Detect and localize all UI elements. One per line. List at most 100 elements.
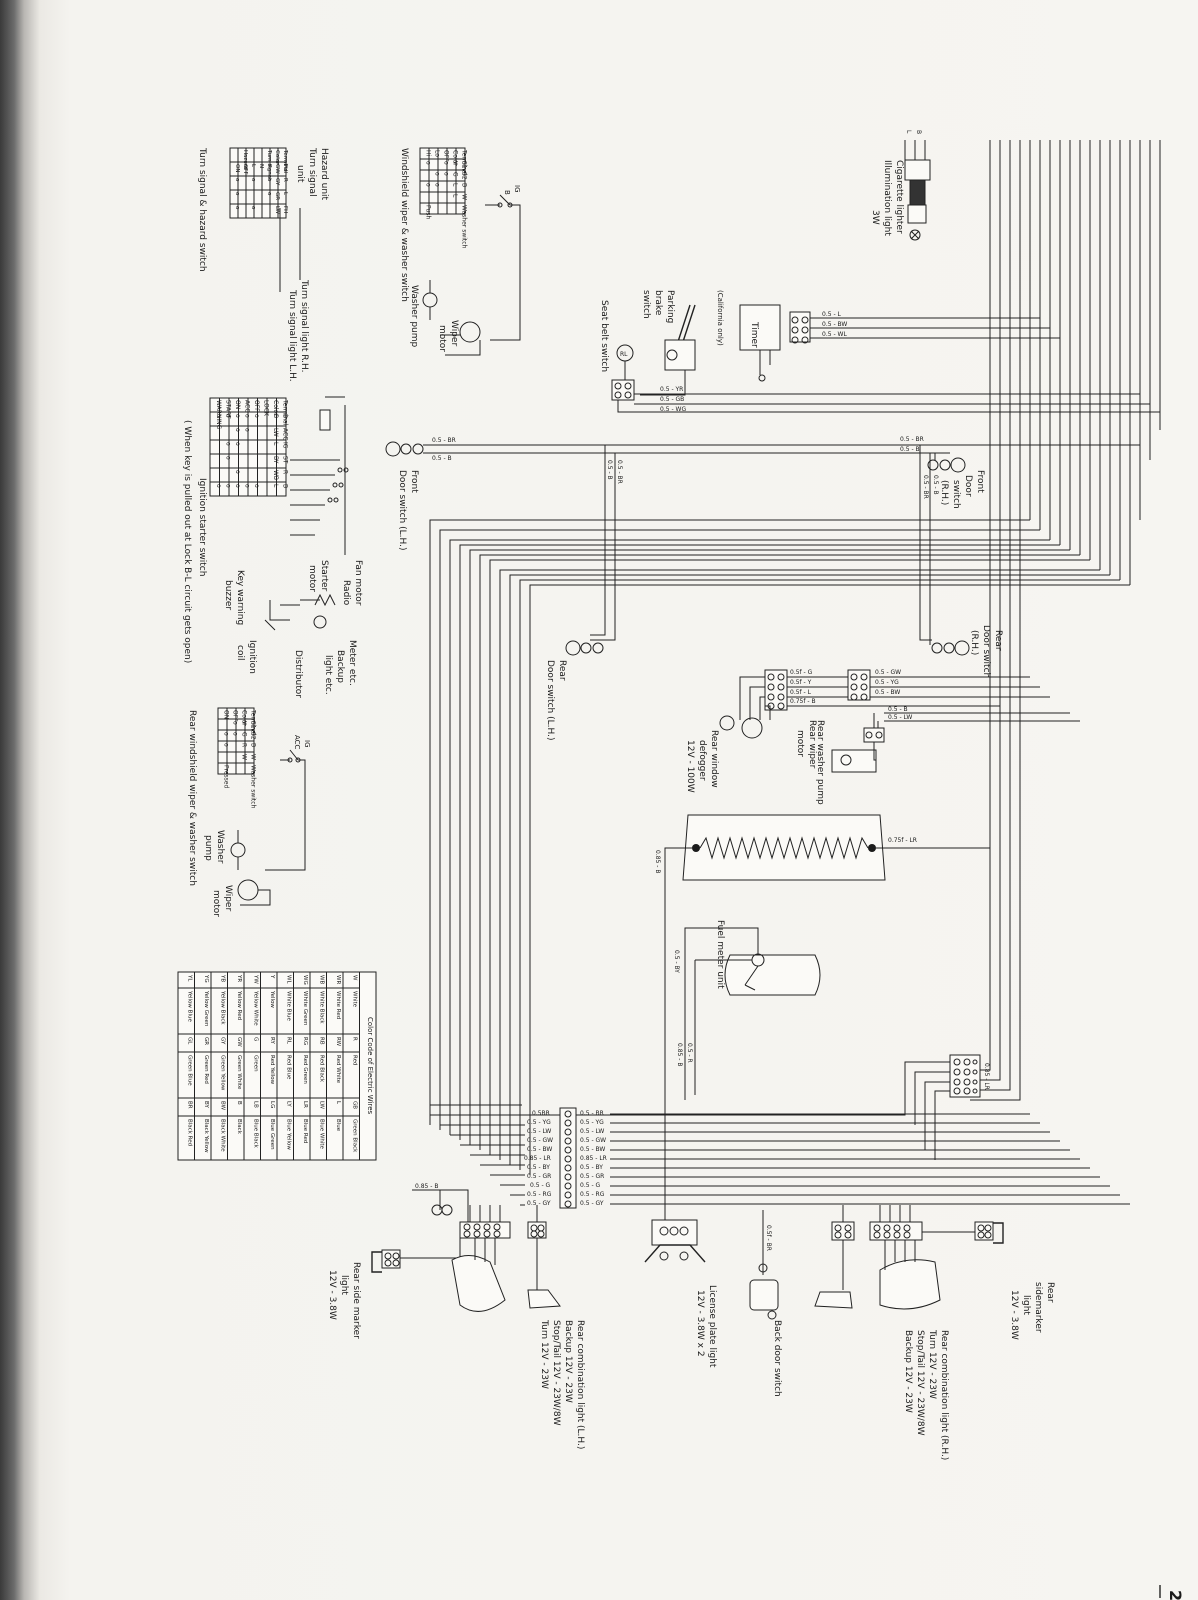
table-cell: o bbox=[250, 206, 256, 210]
wire-code: 0.5 - LW bbox=[527, 1128, 551, 1135]
wire-code: 0.5 - B bbox=[932, 475, 939, 495]
wire-code: 0.5 - BW bbox=[822, 321, 847, 328]
ig-acc-label-1: IG bbox=[303, 740, 311, 748]
rear-washer-pump-label: Rear washer pump bbox=[815, 720, 825, 805]
color-code-title: Color Code of Electric Wires bbox=[366, 1017, 374, 1115]
table-cell: ON bbox=[234, 164, 240, 172]
color-code-cell: Green White bbox=[236, 1055, 242, 1090]
wire-code: 0.5 - LW bbox=[580, 1128, 604, 1135]
wire-code: 0.5 - B bbox=[432, 455, 452, 462]
front-door-rh-label-4: (R.H.) bbox=[939, 480, 949, 505]
rear-washer-pump: 0.5 - B 0.5 - LW Rear washer pump bbox=[815, 706, 1080, 805]
table-cell: Terminal bbox=[461, 149, 468, 176]
wire-code: 0.5 - YG bbox=[875, 679, 899, 686]
rear-door-rh-label-1: Rear bbox=[993, 630, 1003, 651]
color-code-cell: RB bbox=[318, 1037, 324, 1045]
wire-code: 0.5 - BR bbox=[900, 436, 924, 443]
table-cell: Color bbox=[274, 150, 280, 165]
wire-code: 0.5 - GW bbox=[875, 669, 901, 676]
wire-code: 0.5 - WL bbox=[822, 331, 847, 338]
wire-code: 0.5 - B bbox=[900, 446, 920, 453]
wire-code: 0.5 - LW bbox=[888, 714, 912, 721]
wire-code: 0.5 - BW bbox=[527, 1146, 552, 1153]
rear-washer-pump-symbol bbox=[230, 842, 246, 858]
wire-code: 0.5 - WG bbox=[660, 406, 686, 413]
color-code-cell: Green bbox=[252, 1055, 258, 1072]
table-cell: W bbox=[250, 754, 257, 760]
color-code-cell: Black Yellow bbox=[203, 1119, 209, 1153]
wire-code: 0.5 - B bbox=[606, 460, 613, 480]
color-code-cell: White Green bbox=[302, 991, 308, 1026]
main-connector-left-codes: 0.5BR 0.5 - YG 0.5 - LW 0.5 - GW 0.5 - B… bbox=[524, 1110, 553, 1207]
table-cell: S2 bbox=[250, 732, 257, 740]
meter-label-3: light etc. bbox=[323, 655, 333, 695]
color-code-cell: Red bbox=[351, 1055, 357, 1065]
table-cell: WB bbox=[272, 470, 279, 480]
rear-side-marker-lh-labels: Rear side marker light 12V - 3.8W bbox=[327, 1262, 361, 1339]
table-cell: o bbox=[234, 178, 240, 182]
parking-label-1: Parking bbox=[665, 290, 675, 323]
ignition-switch-title: Ignition starter switch bbox=[197, 478, 207, 576]
wire-code: 0.85 - LR bbox=[580, 1155, 607, 1162]
turn-unit-label-2: unit bbox=[295, 165, 305, 183]
wire-code: 0.5 - BY bbox=[527, 1164, 550, 1171]
rear-combo-rh-labels: Rear combination light (R.H.) Turn 12V -… bbox=[903, 1329, 949, 1460]
table-cell: Color bbox=[241, 710, 248, 726]
color-code-cell: GB bbox=[351, 1101, 357, 1109]
wire-code: 0.5 - GB bbox=[660, 396, 684, 403]
color-code-cell: WR bbox=[335, 975, 341, 984]
wire-code: 0.5 - YR bbox=[660, 386, 683, 393]
color-code-cell: Yellow Green bbox=[203, 990, 209, 1027]
ignition-coil-label-1: Ignition bbox=[247, 640, 257, 674]
front-door-switch-lh: 0.5 - BR 0.5 - B Front Door switch (L.H.… bbox=[385, 437, 1140, 550]
california-label: (California only) bbox=[716, 290, 724, 346]
table-cell: N bbox=[258, 164, 264, 168]
wire-code: 0.5 - YG bbox=[580, 1119, 604, 1126]
rear-wiper-motor bbox=[741, 717, 763, 739]
rear-wiper-connectors: 0.5f - G 0.5f - Y 0.5f - L 0.75f - B 0.5… bbox=[685, 669, 1050, 793]
timer-box bbox=[739, 304, 781, 351]
table-cell: OFF bbox=[443, 150, 450, 162]
color-code-cell: LR bbox=[302, 1101, 308, 1108]
table-cell: o bbox=[243, 414, 250, 418]
table-cell: L bbox=[452, 183, 459, 187]
table-cell: o bbox=[250, 178, 256, 182]
color-code-cell: Black White bbox=[219, 1119, 225, 1152]
table-cell: R bbox=[281, 470, 288, 474]
wiper-motor-symbol bbox=[459, 321, 481, 343]
meter-label-1: Meter etc. bbox=[347, 640, 357, 686]
table-cell: Lo bbox=[434, 150, 441, 157]
turn-light-rh: Turn signal light R.H. bbox=[299, 279, 309, 373]
table-cell: S1 bbox=[461, 161, 468, 169]
color-code-cell: Green Black bbox=[351, 1119, 357, 1153]
washer-pump-label: Washer pump bbox=[409, 285, 419, 348]
table-cell: o bbox=[234, 442, 241, 446]
color-code-cell: Blue Yellow bbox=[285, 1119, 291, 1150]
timer-bundle: Timer 0.5 - L 0.5 - BW 0.5 - WL (Califor… bbox=[716, 290, 1060, 382]
rear-washer-pump-sw-1: Washer bbox=[215, 830, 225, 864]
color-code-cell: Red Green bbox=[302, 1055, 308, 1084]
front-door-switch-rh: 0.5 - BR 0.5 - B Front Door switch (R.H.… bbox=[900, 436, 985, 600]
table-cell: L bbox=[250, 164, 256, 168]
color-code-cell: YG bbox=[203, 974, 209, 983]
table-cell: R bbox=[282, 178, 288, 182]
table-cell: L bbox=[272, 442, 279, 446]
wire-code: 0.5 - RG bbox=[580, 1191, 605, 1198]
front-door-lh-label-1: Front bbox=[409, 470, 419, 493]
distributor-label: Distributor bbox=[293, 650, 303, 698]
wire-code: 0.5 - GR bbox=[580, 1173, 604, 1180]
ignition-note: ( When key is pulled out at Lock B-L cir… bbox=[182, 420, 192, 663]
wire-code: 0.85 - B bbox=[415, 1183, 438, 1190]
starter-motor-label-2: motor bbox=[307, 565, 317, 592]
wire-code: 0.5 - BW bbox=[580, 1146, 605, 1153]
cigar-label-2: Illumination light bbox=[882, 160, 892, 236]
color-code-cell: WG bbox=[302, 975, 308, 985]
svg-text:RL: RL bbox=[620, 351, 628, 358]
table-cell: o bbox=[223, 732, 230, 736]
color-code-cell: White bbox=[351, 991, 357, 1008]
front-door-lh-label-2: Door switch (L.H.) bbox=[397, 470, 407, 550]
wire-code: 0.5 - GW bbox=[527, 1137, 553, 1144]
table-cell: o bbox=[234, 428, 241, 432]
